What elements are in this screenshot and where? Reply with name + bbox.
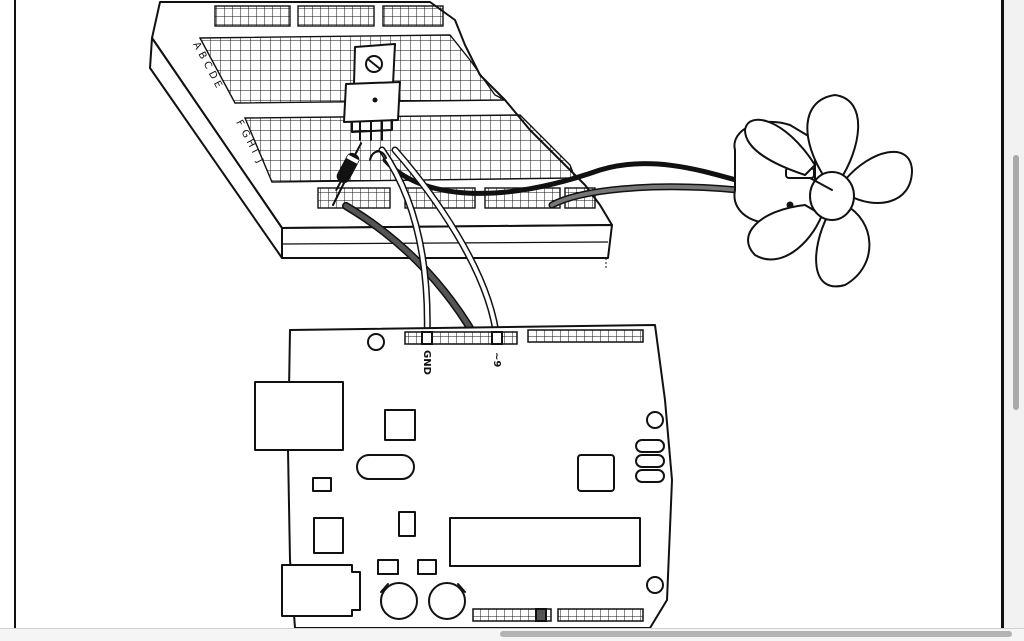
analog-header — [557, 608, 644, 622]
diode — [335, 142, 363, 192]
mounting-hole — [646, 576, 664, 594]
top-power-rail-1 — [214, 5, 291, 27]
row-label-a: A — [190, 40, 203, 51]
capacitor — [380, 582, 418, 620]
row-label-c: C — [201, 60, 214, 71]
capacitor — [428, 582, 466, 620]
top-power-rail-3 — [382, 5, 444, 27]
page-right-edge — [1001, 0, 1004, 628]
arduino-board: GND ~9 — [254, 324, 673, 628]
dc-motor-fan — [733, 94, 913, 288]
row-label-b: B — [196, 50, 209, 61]
circuit-illustration: A B C D E F G H I J — [149, 1, 913, 628]
transistor — [343, 43, 401, 141]
mounting-hole — [646, 411, 664, 429]
regulator-chip — [577, 454, 615, 492]
microcontroller-chip — [449, 517, 641, 567]
terminal-grid-lower — [243, 114, 577, 183]
terminal-grid-upper — [198, 34, 506, 104]
pin-label-9: ~9 — [491, 352, 502, 367]
digital-header-2 — [527, 329, 644, 343]
horizontal-scrollbar-thumb[interactable] — [500, 631, 1012, 637]
power-header — [472, 608, 552, 622]
usb-port — [254, 381, 344, 451]
power-jack — [281, 564, 361, 617]
small-chip — [384, 409, 416, 441]
top-power-rail-2 — [297, 5, 375, 27]
pin-label-gnd: GND — [421, 350, 432, 375]
breadboard-bottom-face — [281, 224, 613, 259]
crystal — [356, 454, 415, 480]
bottom-power-rail-1 — [317, 187, 391, 209]
row-label-i: I — [249, 147, 260, 155]
mounting-hole — [367, 333, 385, 351]
row-label-f: F — [233, 118, 246, 128]
page-left-edge — [14, 0, 16, 628]
row-label-j: J — [254, 156, 266, 165]
row-label-e: E — [211, 79, 224, 90]
row-label-h: H — [244, 138, 257, 150]
vertical-scrollbar-thumb[interactable] — [1013, 155, 1019, 410]
